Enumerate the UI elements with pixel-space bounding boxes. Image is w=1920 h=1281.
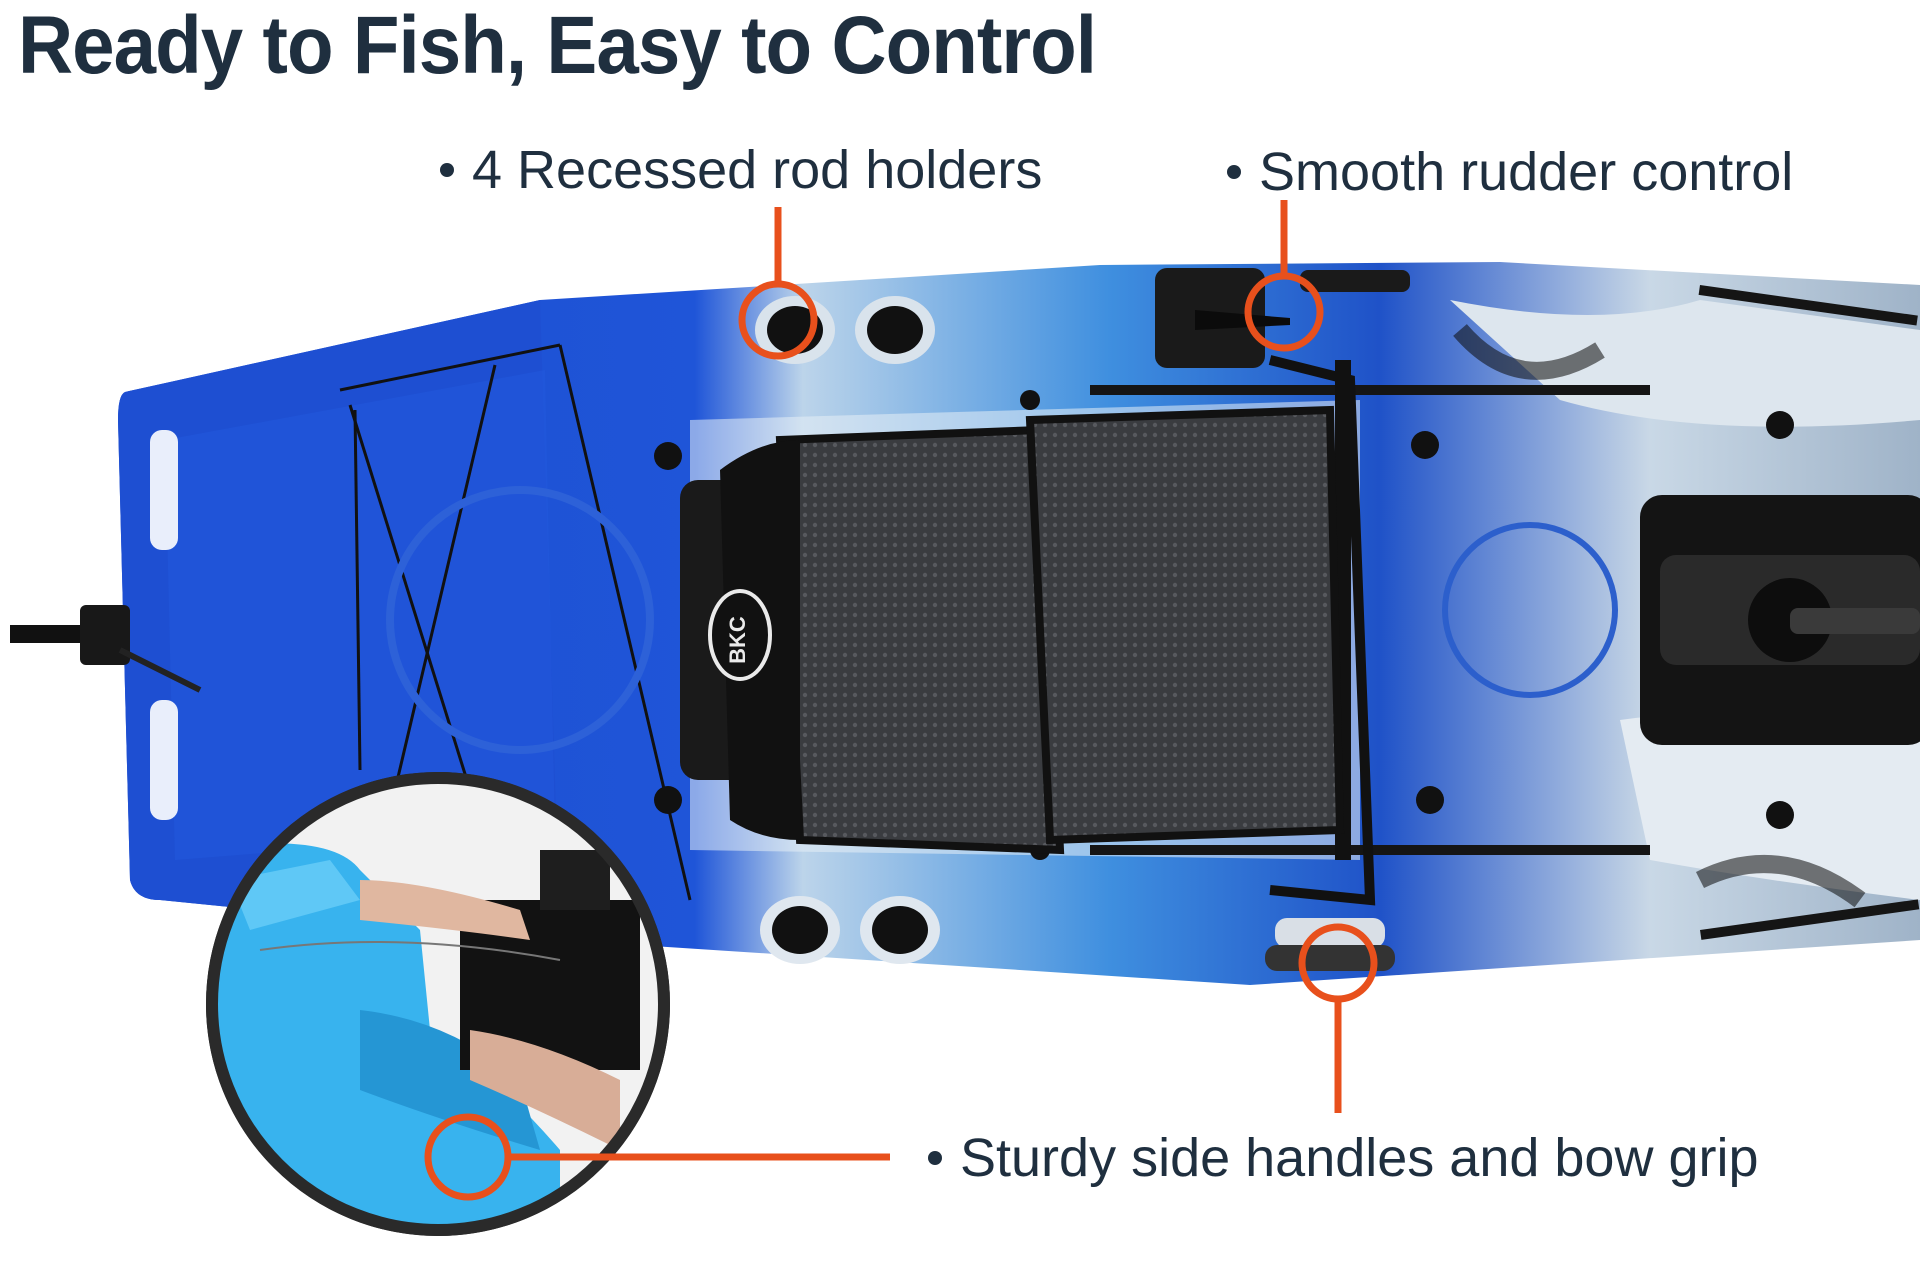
page-title: Ready to Fish, Easy to Control bbox=[18, 0, 1097, 91]
seat-logo: BKC bbox=[725, 616, 750, 664]
bullet-icon bbox=[440, 162, 454, 177]
callout-label: Sturdy side handles and bow grip bbox=[960, 1128, 1759, 1188]
rod-holder bbox=[855, 296, 935, 364]
callout-label: 4 Recessed rod holders bbox=[472, 140, 1043, 200]
callout-handles: Sturdy side handles and bow grip bbox=[928, 1128, 1759, 1188]
callout-label: Smooth rudder control bbox=[1259, 142, 1794, 202]
callout-rudder: Smooth rudder control bbox=[1227, 142, 1793, 202]
stern-rudder-mount bbox=[10, 605, 202, 693]
callout-markers bbox=[424, 200, 1378, 1201]
kayak-seat: BKC bbox=[708, 355, 1376, 906]
bullet-icon bbox=[1227, 164, 1241, 179]
hull-logo-emboss bbox=[386, 486, 654, 754]
side-handle bbox=[1265, 918, 1395, 971]
bow-grip-inset bbox=[206, 772, 670, 1236]
rod-holder bbox=[860, 896, 940, 964]
bullet-icon bbox=[928, 1150, 942, 1165]
callout-rod-holders: 4 Recessed rod holders bbox=[440, 140, 1042, 200]
rudder-control bbox=[1155, 268, 1410, 368]
rod-holder bbox=[760, 896, 840, 964]
